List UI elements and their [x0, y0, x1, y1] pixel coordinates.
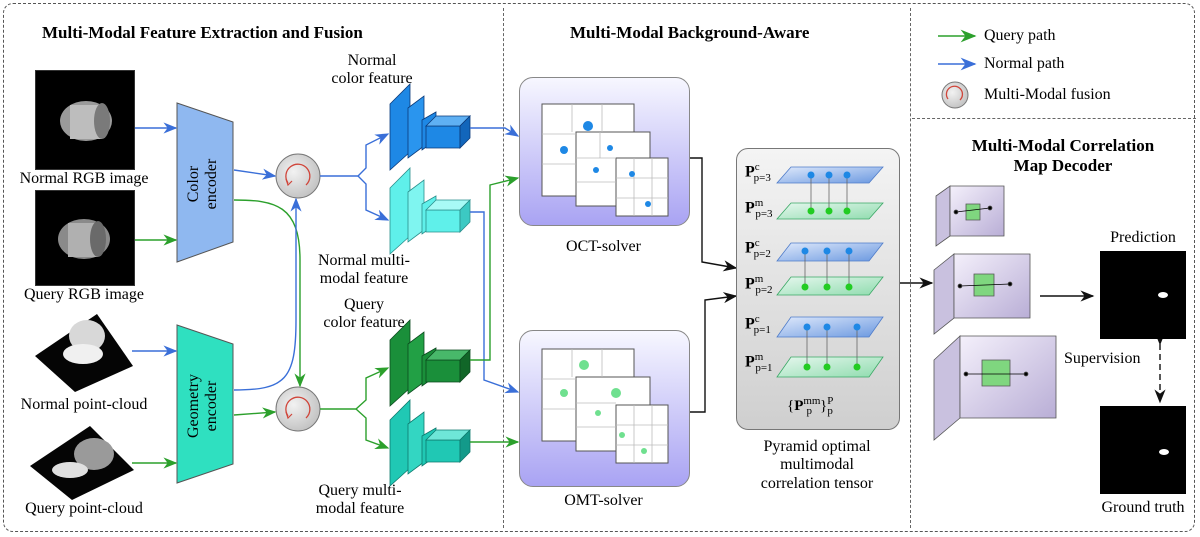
- normal-color-feature-line2: color feature: [331, 70, 413, 88]
- query-mm-feature-line1: Query multi-: [318, 482, 402, 499]
- normal-color-feature-label: Normal color feature: [312, 52, 432, 89]
- section-title-extraction: Multi-Modal Feature Extraction and Fusio…: [42, 23, 363, 42]
- normal-rgb-image: [35, 70, 135, 170]
- plane-label-m2: Pmp=2: [745, 273, 773, 296]
- sup-c: c: [754, 237, 760, 249]
- sym-P: P: [745, 199, 755, 217]
- tensor-caption: Pyramid optimal multimodal correlation t…: [728, 438, 906, 493]
- color-encoder-line1: Color: [185, 165, 202, 203]
- sub-p: p: [806, 405, 813, 417]
- query-color-feature-line2: color feature: [323, 314, 405, 332]
- pyramid-tensor-box: Pcp=3 Pmp=3 Pcp=2 Pmp=2 Pcp=1 Pmp=1 {Pmm…: [736, 148, 900, 430]
- brace-open: {: [787, 398, 795, 414]
- normal-mm-cube: [389, 167, 471, 255]
- sup-m: m: [754, 273, 764, 285]
- brace-close: }: [820, 398, 828, 414]
- query-mm-feature-label: Query multi- modal feature: [300, 482, 420, 519]
- sup-P-outer: P: [827, 395, 834, 407]
- decoder-slab-medium: [933, 253, 1031, 335]
- sym-P: P: [745, 239, 755, 257]
- legend-divider: [912, 118, 1196, 119]
- normal-point-cloud: [35, 306, 133, 392]
- supervision-label: Supervision: [1064, 350, 1141, 367]
- label-normal-rgb: Normal RGB image: [19, 170, 149, 187]
- prediction-label: Prediction: [1110, 229, 1176, 246]
- omt-solver-box: [519, 330, 690, 487]
- tensor-caption-line3: correlation tensor: [760, 474, 874, 492]
- normal-color-cube: [389, 83, 471, 171]
- plane-label-m1: Pmp=1: [745, 351, 773, 374]
- normal-mm-feature-line1: Normal multi-: [318, 252, 410, 269]
- sub-p2: p=2: [753, 247, 771, 260]
- decoder-title-line1: Multi-Modal Correlation: [971, 136, 1155, 155]
- geometry-encoder-label: Geometry encoder: [185, 356, 225, 456]
- sym-P: P: [745, 353, 755, 371]
- color-encoder-label: Color encoder: [185, 134, 225, 234]
- sup-m: m: [754, 351, 764, 363]
- legend-normal-path-label: Normal path: [984, 55, 1065, 72]
- query-color-feature-label: Query color feature: [304, 296, 424, 333]
- color-encoder: [176, 102, 234, 263]
- query-mm-cube: [389, 399, 471, 487]
- decoder-slab-large: [933, 335, 1057, 441]
- sym-P: P: [745, 315, 755, 333]
- normal-mm-feature-label: Normal multi- modal feature: [304, 252, 424, 289]
- sub-p-outer: p: [827, 405, 833, 417]
- legend: [938, 29, 977, 109]
- ground-truth-map: [1100, 406, 1186, 494]
- geometry-encoder-line1: Geometry: [185, 374, 202, 438]
- omt-solver-label: OMT-solver: [564, 492, 643, 509]
- sym-P: P: [745, 163, 755, 181]
- diagram-frame: [3, 3, 1195, 532]
- sub-p3: p=3: [753, 171, 771, 184]
- sub-p1: p=1: [755, 361, 773, 374]
- plane-label-c1: Pcp=1: [745, 313, 771, 336]
- fusion-node-bottom: [275, 386, 321, 432]
- section-title-decoder: Multi-Modal Correlation Map Decoder: [948, 136, 1178, 175]
- normal-color-feature-line1: Normal: [347, 52, 397, 69]
- query-color-feature-line1: Query: [344, 296, 384, 313]
- prediction-map: [1100, 251, 1186, 339]
- query-mm-feature-line2: modal feature: [315, 500, 405, 518]
- query-rgb-image: [35, 190, 135, 286]
- ground-truth-label: Ground truth: [1101, 499, 1185, 516]
- legend-fusion-label: Multi-Modal fusion: [984, 86, 1111, 103]
- normal-mm-feature-line2: modal feature: [319, 270, 409, 288]
- query-point-cloud: [30, 420, 134, 500]
- color-encoder-line2: encoder: [202, 158, 220, 210]
- section-divider-1: [503, 8, 504, 528]
- geometry-encoder-line2: encoder: [202, 380, 220, 432]
- plane-label-c2: Pcp=2: [745, 237, 771, 260]
- sup-m: m: [754, 197, 764, 209]
- oct-solver-box: [519, 77, 690, 226]
- decoder-title-line2: Map Decoder: [1013, 155, 1113, 175]
- fusion-node-top: [275, 153, 321, 199]
- sub-p3: p=3: [755, 207, 773, 220]
- sup-mm: mm: [803, 395, 821, 407]
- sym-P: P: [745, 275, 755, 293]
- sub-p1: p=1: [753, 323, 771, 336]
- geometry-encoder: [176, 324, 234, 484]
- plane-label-c3: Pcp=3: [745, 161, 771, 184]
- label-query-rgb: Query RGB image: [24, 286, 144, 303]
- section-title-background: Multi-Modal Background-Aware: [570, 23, 810, 42]
- section-divider-2: [910, 8, 911, 528]
- tensor-caption-line1: Pyramid optimal: [763, 438, 871, 455]
- plane-label-m3: Pmp=3: [745, 197, 773, 220]
- sup-c: c: [754, 161, 760, 173]
- sub-p2: p=2: [755, 283, 773, 296]
- oct-solver-label: OCT-solver: [566, 238, 641, 255]
- label-normal-pc: Normal point-cloud: [20, 396, 148, 413]
- tensor-set-label: {Pmmp}Pp: [787, 395, 833, 418]
- query-color-cube: [389, 319, 471, 407]
- label-query-pc: Query point-cloud: [25, 500, 143, 517]
- legend-query-path-label: Query path: [984, 27, 1056, 44]
- tensor-caption-line2: multimodal: [780, 456, 854, 474]
- sym-P: P: [794, 398, 804, 414]
- sup-c: c: [754, 313, 760, 325]
- decoder-slab-small: [935, 185, 1005, 247]
